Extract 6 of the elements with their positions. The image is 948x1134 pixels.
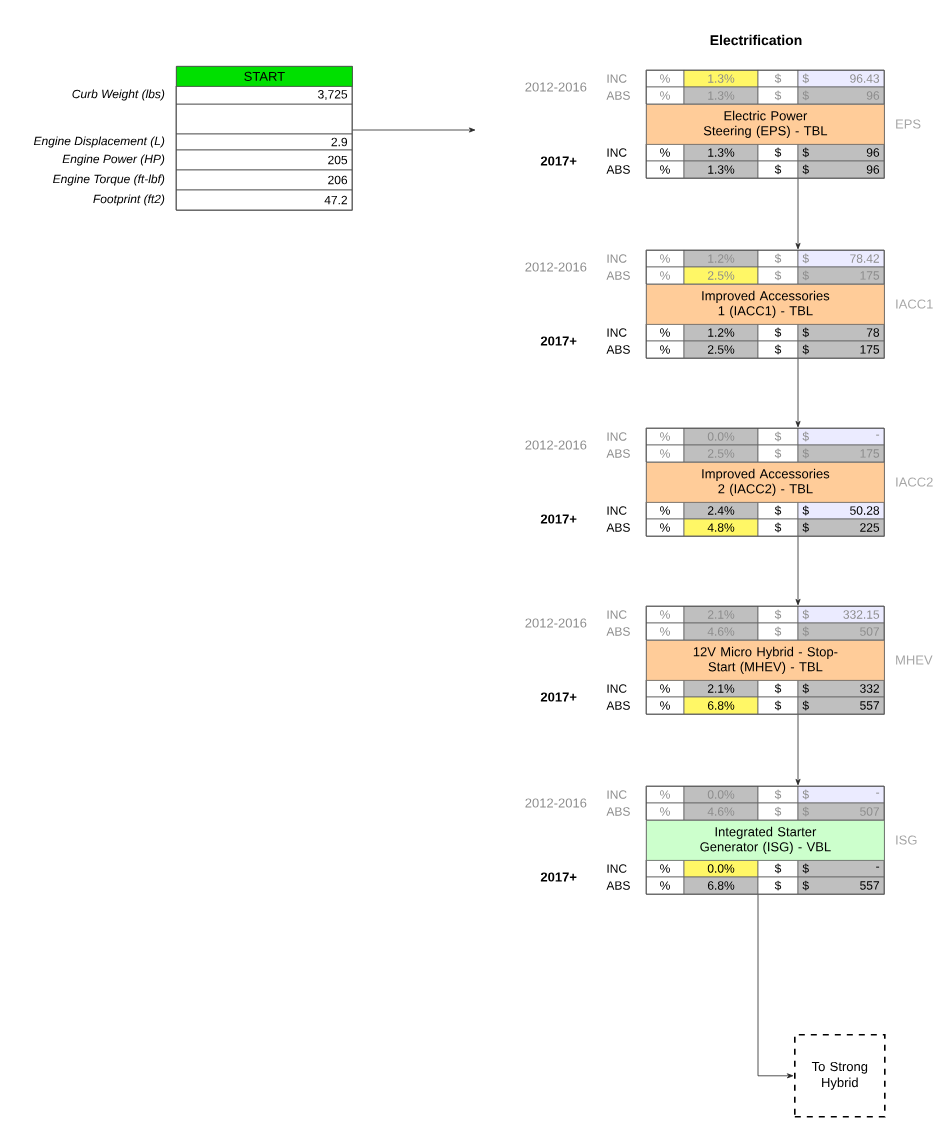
arrow [795, 714, 801, 786]
arrow [795, 358, 801, 428]
arrow [757, 894, 794, 1079]
arrow [795, 178, 801, 250]
arrow [352, 127, 476, 133]
arrow [795, 536, 801, 606]
